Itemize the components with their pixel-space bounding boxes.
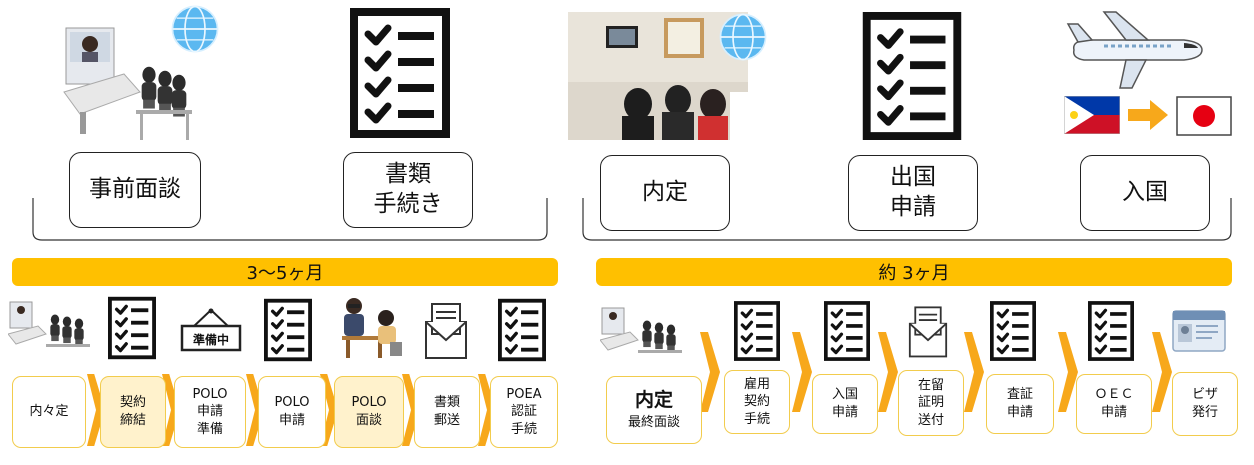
step-chevron: [1058, 332, 1078, 412]
airplane-icon: [1064, 10, 1204, 90]
step-chevron: [1152, 332, 1172, 412]
stage-pre-interview: 事前面談: [69, 152, 201, 228]
step-visa-application: 査証 申請: [986, 374, 1054, 434]
step-chevron: [878, 332, 898, 412]
visa-card-icon: [1172, 310, 1226, 352]
left-bracket: [32, 198, 548, 241]
flag-arrow-icon: [1128, 100, 1168, 130]
step-provisional-offer: 内々定: [12, 376, 86, 448]
phase-bar-left: 3〜5ヶ月: [12, 258, 558, 286]
checklist-icon: [498, 298, 546, 362]
right-bracket: [582, 198, 1232, 241]
step-chevron: [964, 332, 984, 412]
step-residence-certificate: 在留 証明 送付: [898, 370, 964, 436]
sign-label: 準備中: [192, 332, 229, 347]
checklist-icon: [734, 300, 780, 362]
checklist-icon: [990, 300, 1036, 362]
envelope-icon: [908, 302, 948, 360]
checklist-icon: [824, 300, 870, 362]
interview-scene-icon: [62, 14, 192, 144]
step-final-offer-title: 内定: [634, 389, 673, 412]
step-document-mailing: 書類 郵送: [414, 376, 480, 448]
interview-scene-icon: [7, 298, 92, 356]
stage-offer: 内定: [600, 155, 730, 231]
step-contract-signing: 契約 締結: [100, 376, 166, 448]
checklist-icon: [108, 296, 156, 360]
hanging-sign-icon: 準備中: [180, 308, 242, 352]
stage-departure-application: 出国 申請: [848, 155, 978, 231]
philippines-flag-icon: [1063, 95, 1121, 135]
step-visa-issued: ビザ 発行: [1172, 372, 1238, 436]
step-final-offer: 内定 最終面談: [606, 376, 702, 444]
japan-flag-icon: [1176, 96, 1232, 136]
consultation-scene-icon: [334, 296, 406, 360]
step-polo-application: POLO 申請: [258, 376, 326, 448]
step-entry-application: 入国 申請: [812, 374, 878, 434]
stage-paperwork: 書類 手続き: [343, 152, 473, 228]
globe-icon: [718, 12, 768, 62]
envelope-icon: [424, 300, 468, 360]
step-oec-application: ＯＥＣ 申請: [1076, 374, 1152, 434]
checklist-icon: [1088, 300, 1134, 362]
interview-scene-icon: [599, 304, 684, 360]
step-chevron: [700, 332, 720, 412]
step-polo-prep: POLO 申請 準備: [174, 376, 246, 448]
checklist-icon: [350, 8, 450, 138]
phase-bar-right: 約 3ヶ月: [596, 258, 1232, 286]
step-employment-contract: 雇用 契約 手続: [724, 370, 790, 434]
step-poea-certification: POEA 認証 手続: [490, 376, 558, 448]
checklist-icon: [264, 298, 312, 362]
stage-entry: 入国: [1080, 155, 1210, 231]
step-chevron: [792, 332, 812, 412]
globe-icon: [170, 4, 220, 54]
step-final-offer-subtitle: 最終面談: [627, 415, 680, 431]
checklist-icon: [862, 12, 962, 140]
step-polo-interview: POLO 面談: [334, 376, 404, 448]
video-meeting-photo: [568, 12, 748, 140]
